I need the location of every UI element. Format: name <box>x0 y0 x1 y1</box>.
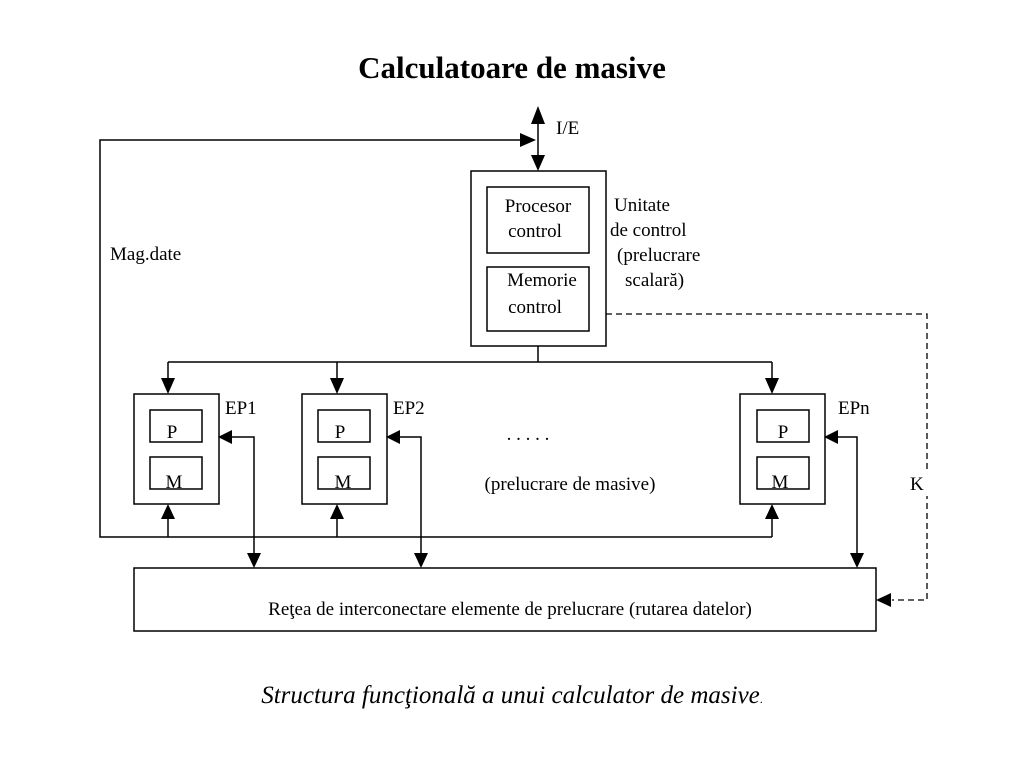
control-unit-label-line3: (prelucrare <box>617 245 700 266</box>
processor-control-box <box>486 186 590 254</box>
io-arrow-down <box>531 155 545 171</box>
pe1-memory-box <box>149 456 203 490</box>
pe2-bus-arrow <box>330 504 344 519</box>
pen-control-arrow <box>765 378 779 394</box>
pe2-network-arrow-left <box>386 430 400 444</box>
memory-control-line2: control <box>508 297 562 318</box>
array-processing-label: (prelucrare de masive) <box>485 474 656 495</box>
memory-control-line1: Memorie <box>507 270 577 291</box>
control-link-label: K <box>910 474 924 495</box>
pen-bus-arrow <box>765 504 779 519</box>
pe2-label: EP2 <box>393 398 425 419</box>
pe1-processor-label: P <box>167 422 178 443</box>
pe2-processor-box <box>317 409 371 443</box>
pen-memory-box <box>756 456 810 490</box>
pe2-network-line <box>399 436 422 556</box>
pen-label: EPn <box>838 398 870 419</box>
memory-control-box <box>486 266 590 332</box>
processor-control-line2: control <box>508 221 562 242</box>
control-link-arrow <box>876 593 891 607</box>
pen-memory-label: M <box>772 472 789 493</box>
pe2-memory-label: M <box>335 472 352 493</box>
pen-processor-label: P <box>778 422 789 443</box>
pen-network-arrow-down <box>850 553 864 568</box>
pen-processor-box <box>756 409 810 443</box>
pe2-network-arrow-down <box>414 553 428 568</box>
pe1-control-arrow <box>161 378 175 394</box>
pe2-control-arrow <box>330 378 344 394</box>
control-unit-label-line4: scalară) <box>625 270 684 291</box>
control-link-dashed-line <box>606 313 928 601</box>
control-unit-label-line1: Unitate <box>614 195 670 216</box>
io-arrow-up <box>531 106 545 124</box>
page-title: Calculatoare de masive <box>358 50 666 85</box>
pe1-label: EP1 <box>225 398 257 419</box>
caption-dot: . <box>759 692 763 706</box>
control-unit-label-line2: de control <box>610 220 687 241</box>
pe2-processor-label: P <box>335 422 346 443</box>
pe1-network-arrow-down <box>247 553 261 568</box>
pe1-memory-label: M <box>166 472 183 493</box>
pe2-memory-box <box>317 456 371 490</box>
ellipsis: . . . . . <box>507 424 550 445</box>
pen-network-line <box>837 436 858 556</box>
figure-caption: Structura funcţională a unui calculator … <box>0 682 1024 710</box>
pe1-processor-box <box>149 409 203 443</box>
data-bus-label: Mag.date <box>110 244 181 265</box>
data-bus-line <box>99 139 772 538</box>
processor-control-line1: Procesor <box>505 196 572 217</box>
pe1-network-arrow-left <box>218 430 232 444</box>
io-label: I/E <box>556 118 579 139</box>
control-link-label-bg <box>908 470 928 496</box>
interconnect-network-box <box>133 567 877 632</box>
interconnect-network-label: Reţea de interconectare elemente de prel… <box>268 599 752 620</box>
caption-text: Structura funcţională a unui calculator … <box>261 682 760 709</box>
data-bus-arrow <box>520 133 536 147</box>
pen-network-arrow-left <box>824 430 838 444</box>
pe1-bus-arrow <box>161 504 175 519</box>
pe1-network-line <box>231 436 255 556</box>
